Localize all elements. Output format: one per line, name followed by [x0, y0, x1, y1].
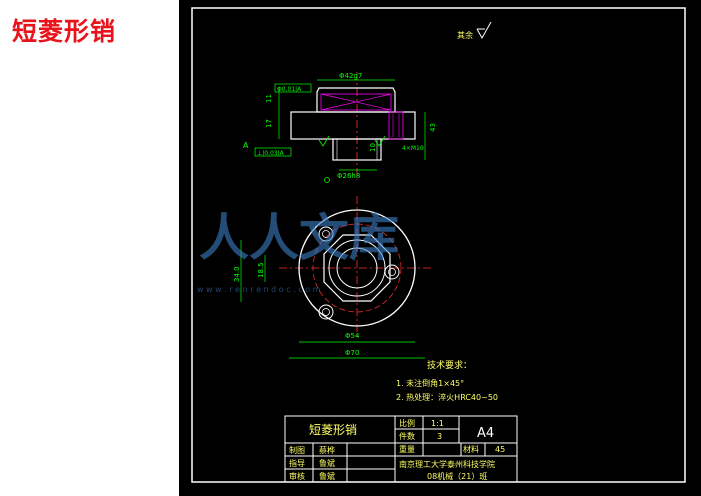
- datum-a-label: A: [243, 141, 249, 150]
- ratio-value: 1:1: [431, 419, 444, 428]
- class-name: 08机械（21）班: [427, 471, 487, 481]
- sheet-size: A4: [477, 426, 494, 441]
- roughness-mark-icon: [318, 135, 330, 147]
- count-label: 件数: [399, 431, 415, 441]
- guide-by: 鲁斌: [319, 458, 335, 468]
- dim-height-17: 17: [265, 119, 273, 128]
- gdt-top-frame: Φ0.01|A: [277, 86, 302, 93]
- school-name: 南京理工大学泰州科技学院: [399, 459, 495, 469]
- weight-label: 重量: [399, 444, 415, 454]
- dim-overall-diameter: Φ70: [345, 349, 359, 357]
- count-value: 3: [437, 432, 442, 441]
- watermark-url: w w w . r e n r e n d o c . c o m: [197, 285, 321, 294]
- drawing-canvas: 其余 Φ42g7 11 17 43 10 4×M10 Φ26h8: [191, 7, 686, 483]
- tech-notes-title: 技术要求：: [427, 359, 472, 371]
- drawing-sheet: 其余 Φ42g7 11 17 43 10 4×M10 Φ26h8: [179, 0, 701, 496]
- material-label: 材料: [463, 444, 479, 454]
- roughness-label: 其余: [457, 30, 473, 40]
- dim-height-43: 43: [429, 123, 437, 132]
- roughness-symbol-icon: [476, 21, 492, 40]
- tech-note-item: 2. 热处理：淬火HRC40~50: [396, 392, 498, 402]
- bolt-hole-icon: [318, 226, 334, 242]
- dim-thread-note: 4×M10: [402, 145, 424, 152]
- dim-shaft-diameter: Φ26h8: [337, 172, 360, 180]
- bolt-hole-icon: [384, 264, 400, 280]
- material-value: 45: [495, 445, 505, 454]
- dim-height-10: 10: [369, 143, 377, 152]
- datum-circle-icon: [324, 177, 330, 183]
- dim-height-11: 11: [265, 94, 273, 103]
- watermark-text: 人人文库: [199, 209, 399, 267]
- dim-left-height-1: 34.0: [233, 266, 241, 282]
- review-by: 鲁斌: [319, 471, 335, 481]
- title-block-part-name: 短菱形销: [309, 423, 357, 437]
- guide-label: 指导: [289, 458, 305, 468]
- dim-left-height-2: 18.5: [257, 262, 265, 278]
- tech-note-item: 1. 未注倒角1×45°: [396, 378, 464, 388]
- front-view: Φ54 Φ70 34.0 18.5: [233, 196, 433, 359]
- dim-top-diameter: Φ42g7: [339, 72, 362, 80]
- title-block: [284, 415, 518, 483]
- roughness-mark-icon: [374, 135, 386, 147]
- dim-front-width: Φ54: [345, 332, 360, 340]
- drawn-by: 蔡桦: [319, 445, 335, 455]
- drawn-label: 制图: [289, 445, 305, 455]
- bolt-hole-icon: [318, 304, 334, 320]
- side-view: Φ42g7 11 17 43 10 4×M10 Φ26h8 Φ0.01|A ⊥|…: [243, 72, 437, 183]
- review-label: 审核: [289, 471, 305, 481]
- ratio-label: 比例: [399, 418, 415, 428]
- gdt-bottom-frame: ⊥|0.03|A: [257, 150, 285, 157]
- page-title: 短菱形销: [12, 17, 117, 46]
